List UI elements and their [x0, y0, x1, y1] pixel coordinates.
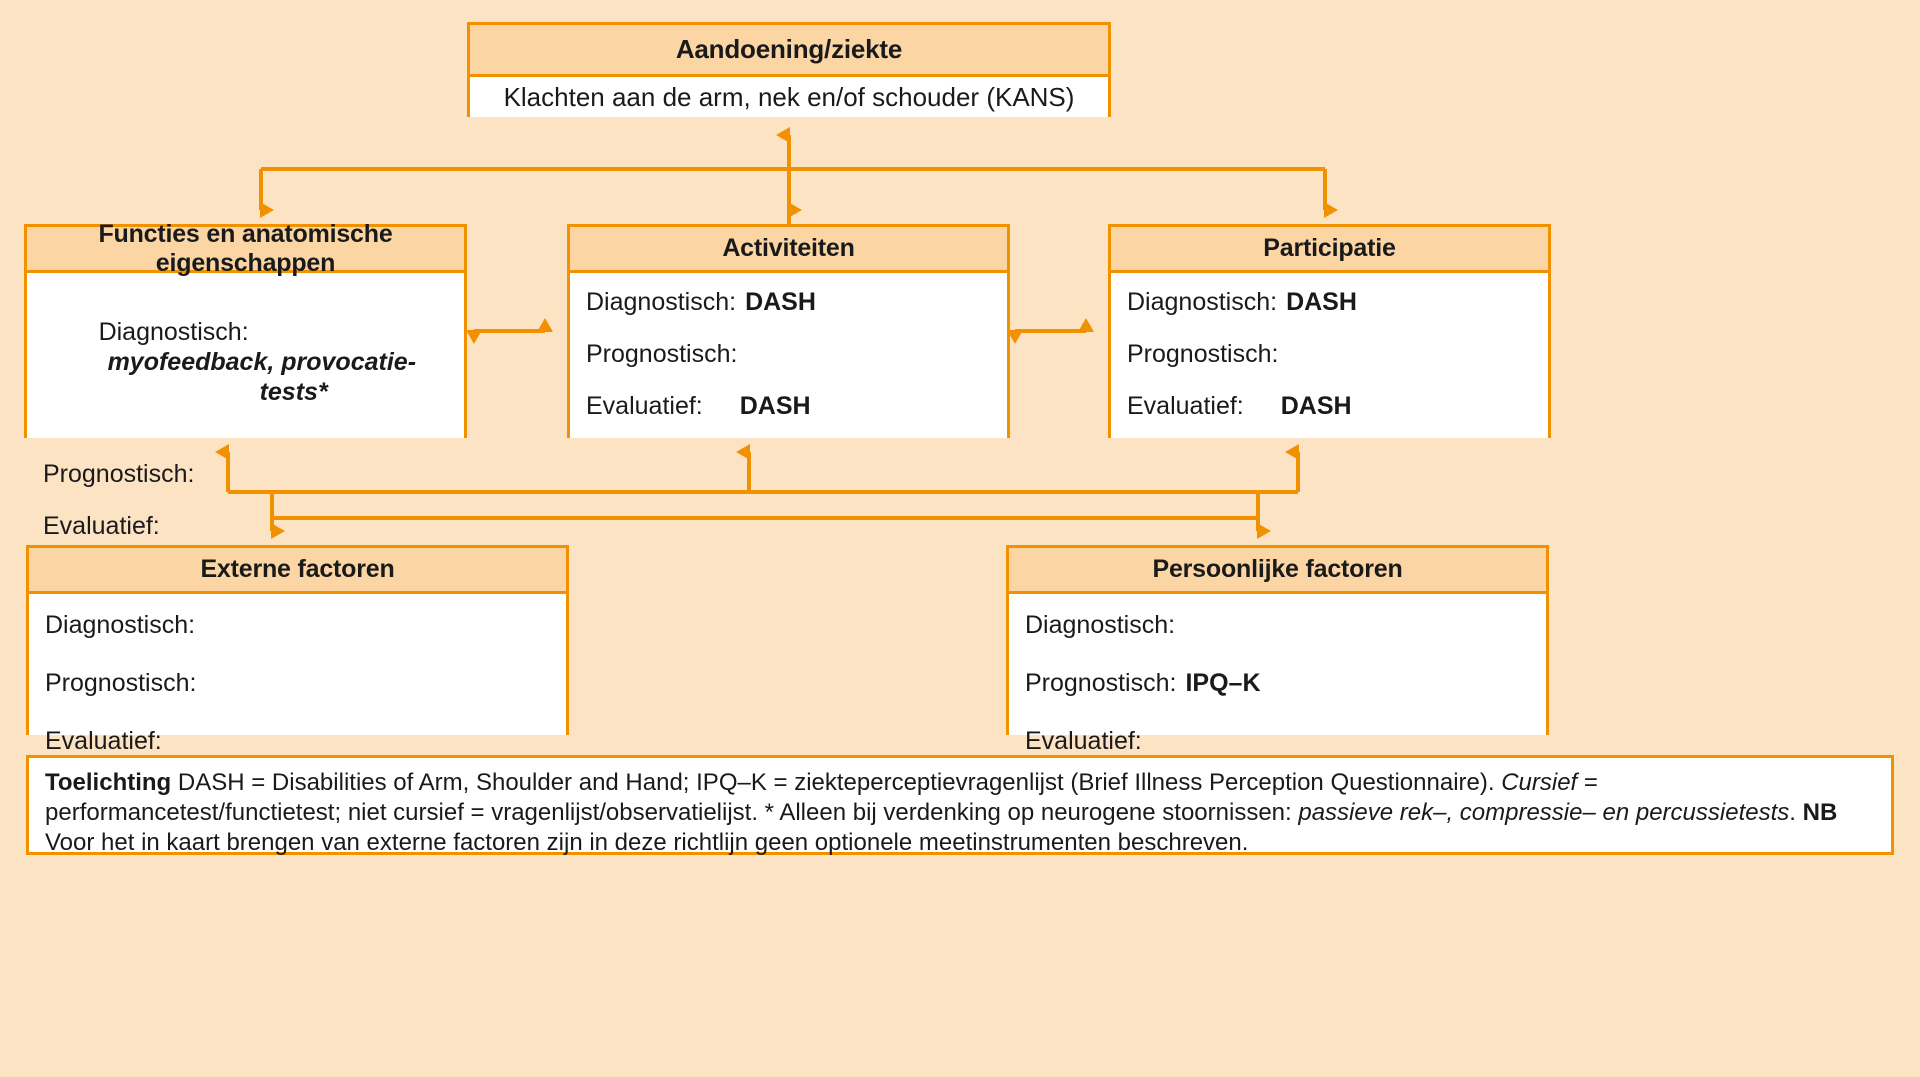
- measure-row-prognostisch: Prognostisch:: [1127, 339, 1532, 369]
- measure-row-diagnostisch: Diagnostisch: DASH: [1127, 287, 1532, 317]
- legend-italic-tests: passieve rek–, compressie– en percussiet…: [1298, 798, 1790, 826]
- box-aandoening-ziekte: Aandoening/ziekte Klachten aan de arm, n…: [467, 22, 1111, 117]
- legend-segment-2: = performancetest/functietest; niet curs…: [45, 769, 1598, 826]
- measure-row-prognostisch: Prognostisch:: [43, 459, 448, 489]
- measure-label-diagnostisch: Diagnostisch:: [98, 318, 249, 346]
- measure-label-evaluatief: Evaluatief:: [43, 512, 160, 540]
- box-externe-factoren: Externe factoren Diagnostisch: Prognosti…: [26, 545, 569, 755]
- measure-value-evaluatief: DASH: [1280, 392, 1352, 420]
- box-header-aandoening-ziekte: Aandoening/ziekte: [470, 25, 1108, 77]
- box-body-functies: Diagnostisch: myofeedback, provocatie- t…: [27, 273, 464, 540]
- legend-segment-1: DASH = Disabilities of Arm, Shoulder and…: [171, 769, 1502, 796]
- legend-lead: Toelichting: [45, 769, 172, 796]
- measure-label-diagnostisch: Diagnostisch:: [1127, 288, 1278, 316]
- measure-row-diagnostisch: Diagnostisch: myofeedback, provocatie- t…: [43, 287, 448, 437]
- legend-lead-nb: NB: [1802, 798, 1838, 826]
- measure-row-diagnostisch: Diagnostisch:: [1025, 610, 1530, 640]
- measure-row-evaluatief: Evaluatief: DASH: [586, 391, 991, 421]
- box-persoonlijke-factoren: Persoonlijke factoren Diagnostisch: Prog…: [1006, 545, 1549, 755]
- measure-label-evaluatief: Evaluatief:: [586, 392, 703, 420]
- measure-label-prognostisch: Prognostisch:: [1127, 340, 1279, 368]
- legend-toelichting: Toelichting DASH = Disabilities of Arm, …: [26, 755, 1894, 856]
- box-functies-en-anatomische-eigenschappen: Functies en anatomische eigenschappen Di…: [24, 220, 467, 540]
- measure-label-prognostisch: Prognostisch:: [45, 669, 197, 697]
- measure-value-evaluatief: DASH: [739, 392, 811, 420]
- measure-value-diagnostisch: myofeedback, provocatie-: [107, 348, 417, 376]
- box-header-activiteiten: Activiteiten: [570, 227, 1007, 273]
- legend-segment-3: .: [1789, 798, 1803, 826]
- measure-value-diagnostisch-line2: tests*: [259, 378, 328, 406]
- measure-label-prognostisch: Prognostisch:: [1025, 669, 1177, 697]
- measure-row-evaluatief: Evaluatief:: [45, 726, 550, 756]
- measure-row-evaluatief: Evaluatief:: [43, 511, 448, 541]
- box-header-externe-factoren: Externe factoren: [29, 548, 566, 594]
- measure-row-prognostisch: Prognostisch:: [586, 339, 991, 369]
- measure-row-prognostisch: Prognostisch: IPQ–K: [1025, 668, 1530, 698]
- box-body-persoonlijke-factoren: Diagnostisch: Prognostisch: IPQ–K Evalua…: [1009, 594, 1546, 755]
- box-header-functies: Functies en anatomische eigenschappen: [27, 220, 464, 277]
- measure-label-evaluatief: Evaluatief:: [1025, 727, 1142, 755]
- measure-label-diagnostisch: Diagnostisch:: [1025, 611, 1176, 639]
- measure-value-diagnostisch: DASH: [1286, 288, 1357, 316]
- measure-label-evaluatief: Evaluatief:: [1127, 392, 1244, 420]
- measure-value-diagnostisch: DASH: [745, 288, 816, 316]
- measure-label-prognostisch: Prognostisch:: [586, 340, 738, 368]
- measure-row-diagnostisch: Diagnostisch:: [45, 610, 550, 640]
- measure-row-diagnostisch: Diagnostisch: DASH: [586, 287, 991, 317]
- box-body-externe-factoren: Diagnostisch: Prognostisch: Evaluatief:: [29, 594, 566, 755]
- box-body-activiteiten: Diagnostisch: DASH Prognostisch: Evaluat…: [570, 273, 1007, 438]
- legend-italic-cursief: Cursief: [1501, 769, 1578, 796]
- measure-row-evaluatief: Evaluatief: DASH: [1127, 391, 1532, 421]
- measure-label-diagnostisch: Diagnostisch:: [45, 611, 196, 639]
- box-body-aandoening-ziekte: Klachten aan de arm, nek en/of schouder …: [470, 77, 1108, 117]
- box-activiteiten: Activiteiten Diagnostisch: DASH Prognost…: [567, 224, 1010, 438]
- box-header-persoonlijke-factoren: Persoonlijke factoren: [1009, 548, 1546, 594]
- box-header-participatie: Participatie: [1111, 227, 1548, 273]
- measure-row-evaluatief: Evaluatief:: [1025, 726, 1530, 756]
- measure-label-prognostisch: Prognostisch:: [43, 460, 195, 488]
- measure-value-prognostisch: IPQ–K: [1185, 669, 1261, 697]
- legend-segment-4: Voor het in kaart brengen van externe fa…: [45, 828, 1249, 856]
- measure-row-prognostisch: Prognostisch:: [45, 668, 550, 698]
- measure-label-evaluatief: Evaluatief:: [45, 727, 162, 755]
- box-participatie: Participatie Diagnostisch: DASH Prognost…: [1108, 224, 1551, 438]
- measure-label-diagnostisch: Diagnostisch:: [586, 288, 737, 316]
- box-body-participatie: Diagnostisch: DASH Prognostisch: Evaluat…: [1111, 273, 1548, 438]
